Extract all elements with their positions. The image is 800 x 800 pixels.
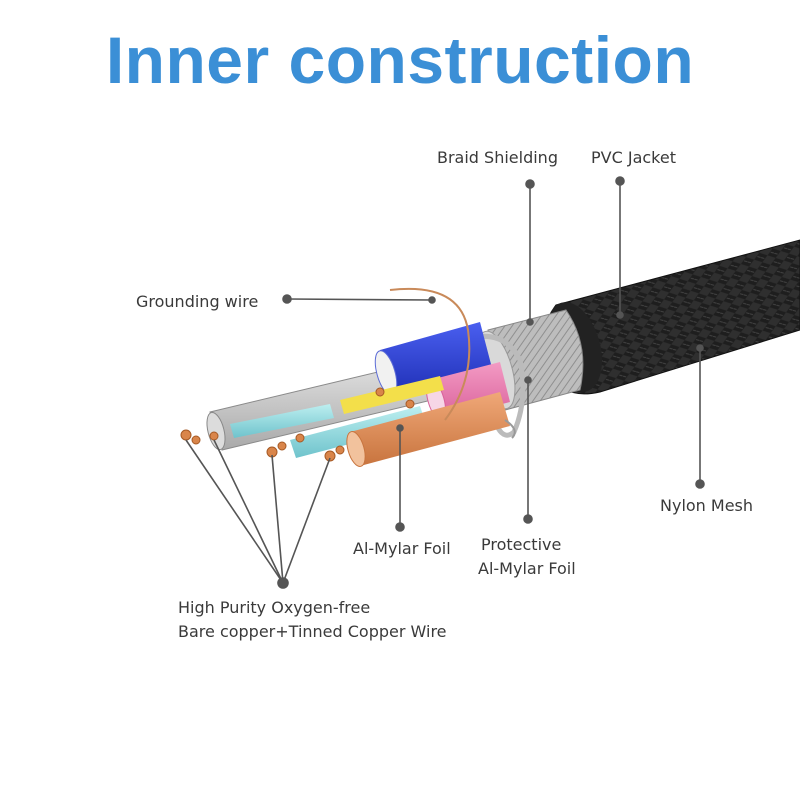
label-copper-line2: Bare copper+Tinned Copper Wire — [178, 622, 447, 641]
label-protective-line2: Al-Mylar Foil — [478, 559, 576, 578]
label-al-mylar-foil: Al-Mylar Foil — [353, 539, 451, 558]
label-protective-line1: Protective — [481, 535, 562, 554]
label-nylon-mesh: Nylon Mesh — [660, 496, 754, 515]
label-copper-line1: High Purity Oxygen-free — [178, 598, 371, 617]
leader-lines — [185, 176, 705, 589]
label-braid-shielding: Braid Shielding — [437, 148, 558, 167]
label-pvc-jacket: PVC Jacket — [591, 148, 676, 167]
label-grounding-wire: Grounding wire — [136, 292, 259, 311]
inner-wires — [180, 287, 516, 467]
protective-foil — [469, 333, 526, 438]
page-title: Inner construction — [105, 23, 695, 97]
